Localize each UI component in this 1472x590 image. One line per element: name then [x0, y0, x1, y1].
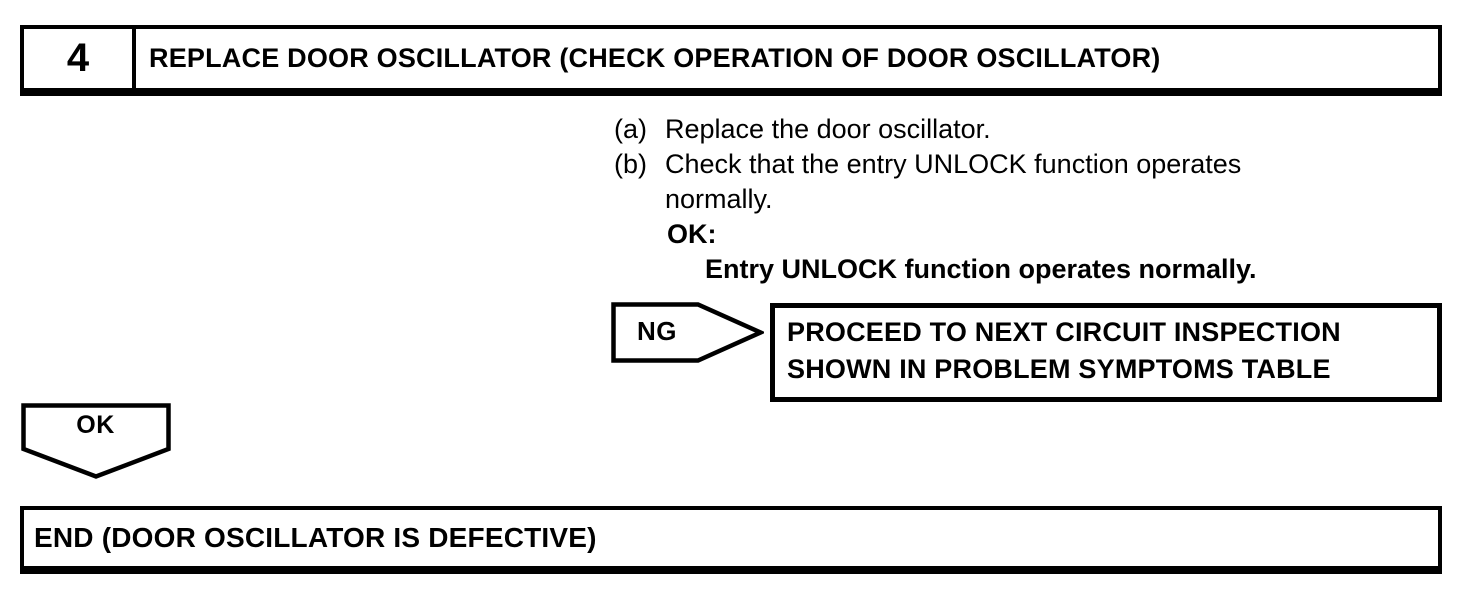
step-number: 4	[24, 29, 136, 88]
instruction-text: Replace the door oscillator.	[665, 114, 991, 144]
instruction-marker: (b)	[614, 149, 647, 179]
ng-arrow-icon	[611, 302, 764, 363]
ok-arrow-icon	[21, 403, 172, 480]
ok-branch-label: OK	[76, 411, 115, 439]
ng-action-box: PROCEED TO NEXT CIRCUIT INSPECTION SHOWN…	[770, 303, 1442, 402]
end-text: END (DOOR OSCILLATOR IS DEFECTIVE)	[34, 522, 597, 553]
instruction-marker: (a)	[614, 114, 647, 144]
instruction-text: Check that the entry UNLOCK function ope…	[665, 149, 1242, 214]
step-header-box: 4 REPLACE DOOR OSCILLATOR (CHECK OPERATI…	[20, 25, 1442, 96]
ok-criteria-text: Entry UNLOCK function operates normally.	[705, 254, 1257, 284]
instruction-list: (a) Replace the door oscillator. (b) Che…	[614, 112, 1374, 287]
ok-criteria-heading: OK:	[667, 219, 717, 249]
instruction-item: (b) Check that the entry UNLOCK function…	[614, 147, 1374, 217]
instruction-item: (a) Replace the door oscillator.	[614, 112, 1374, 147]
end-box: END (DOOR OSCILLATOR IS DEFECTIVE)	[20, 506, 1442, 574]
step-title: REPLACE DOOR OSCILLATOR (CHECK OPERATION…	[149, 43, 1161, 73]
ng-branch-label: NG	[637, 316, 677, 346]
